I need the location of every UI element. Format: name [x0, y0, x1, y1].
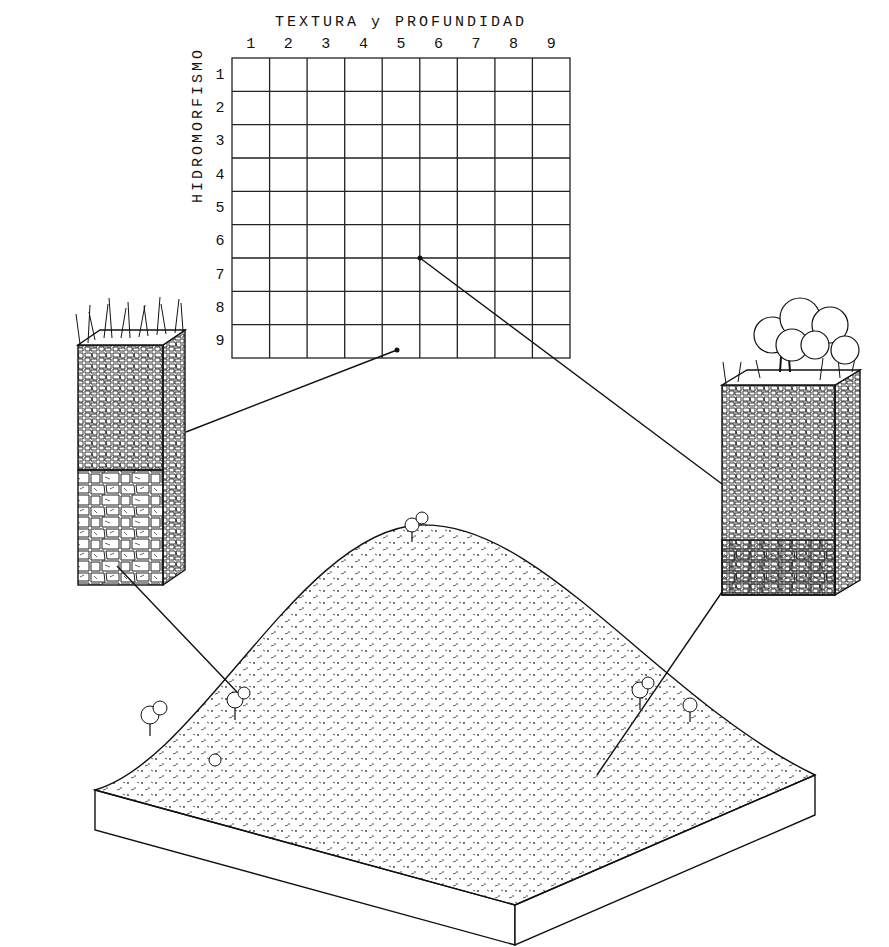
leader-line: [420, 258, 722, 484]
soil-profile: [78, 470, 163, 585]
landscape-block: [153, 701, 167, 715]
row-number: 8: [215, 300, 224, 315]
column-number: 9: [547, 37, 556, 52]
soil-profile: [722, 540, 835, 595]
row-number: 9: [215, 334, 224, 349]
landscape-block: [416, 512, 428, 524]
soil-profile: [76, 297, 183, 344]
soil-profile: [801, 331, 829, 359]
landscape-block: [209, 754, 221, 766]
leader-line: [186, 350, 397, 432]
landscape-block: [150, 532, 690, 736]
soil-profile: [754, 298, 859, 364]
soil-profile: [76, 297, 185, 585]
soil-profile: [78, 345, 163, 470]
landscape-block: [141, 512, 697, 766]
landscape-block: [95, 525, 815, 905]
row-number: 4: [215, 167, 224, 182]
column-number: 3: [321, 37, 330, 52]
axis-title: HIDROMORFISMO: [191, 47, 206, 203]
grid: [232, 58, 570, 358]
soil-profile: [831, 336, 859, 364]
soil-profile: [163, 330, 185, 585]
grid: [232, 58, 570, 358]
landscape-block: [642, 677, 654, 689]
row-number: 5: [215, 200, 224, 215]
row-number: 2: [215, 100, 224, 115]
soil-profile: [722, 385, 835, 595]
column-number: 7: [472, 37, 481, 52]
column-number: 8: [509, 37, 518, 52]
axis-title: TEXTURA y PROFUNDIDAD: [275, 15, 527, 30]
soil-profile: [835, 370, 860, 595]
column-number: 4: [359, 37, 368, 52]
landscape-block: [683, 698, 697, 712]
column-number: 2: [284, 37, 293, 52]
row-number: 3: [215, 134, 224, 149]
landscape-block: [95, 512, 815, 945]
grid-point: [395, 256, 423, 353]
column-number: 6: [434, 37, 443, 52]
landscape-block: [238, 687, 250, 699]
row-number: 1: [215, 67, 224, 82]
column-number: 5: [396, 37, 405, 52]
column-number: 1: [246, 37, 255, 52]
soil-profile: [722, 298, 860, 595]
row-number: 6: [215, 234, 224, 249]
grid: [232, 91, 570, 324]
row-number: 7: [215, 267, 224, 282]
